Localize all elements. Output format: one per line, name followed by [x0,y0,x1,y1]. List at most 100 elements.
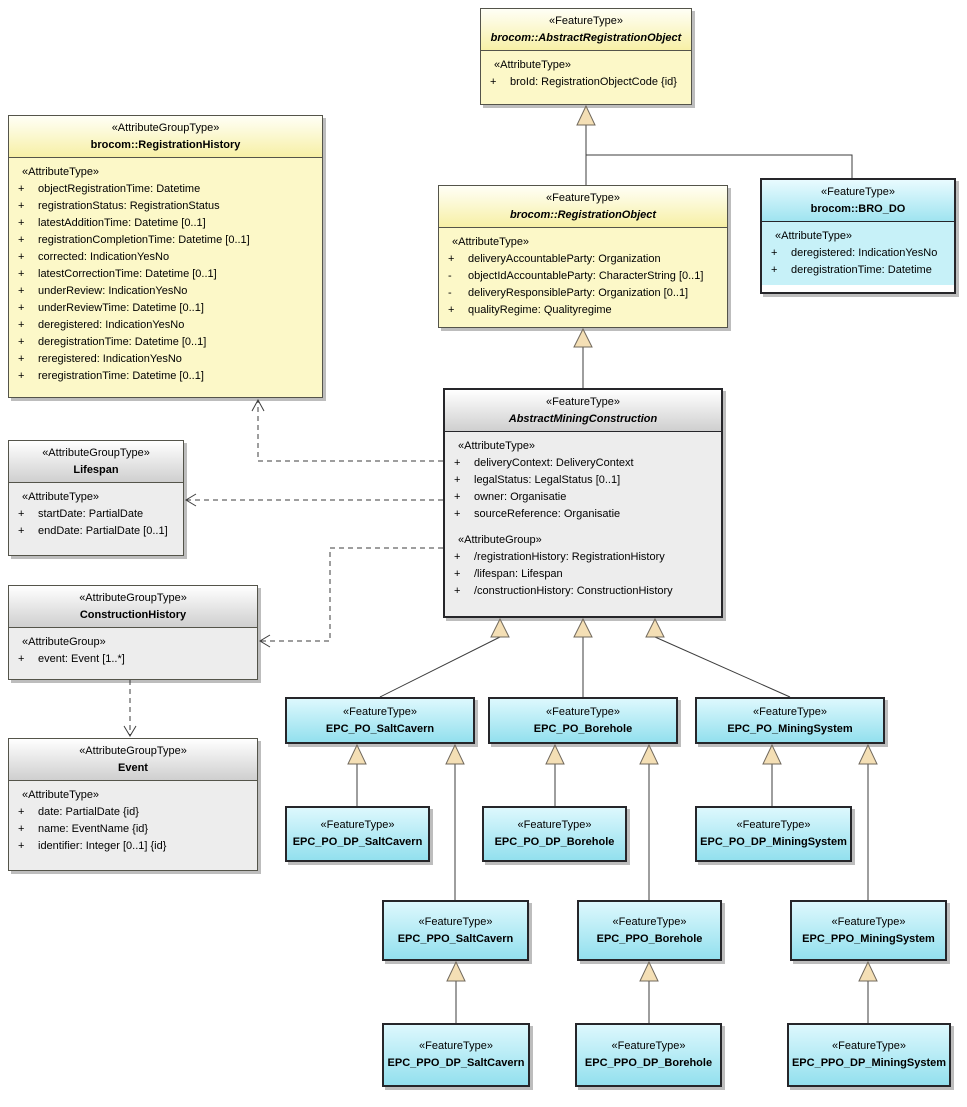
stereotype: «AttributeGroupType» [42,447,150,459]
class-epc-ppo-dp-saltcavern[interactable]: «FeatureType» EPC_PPO_DP_SaltCavern [382,1023,530,1087]
generalization-arrowhead [573,327,593,348]
attribute-row: +/registrationHistory: RegistrationHisto… [448,549,718,566]
attr-text: deregistrationTime: Datetime [0..1] [38,336,207,348]
class-epc-po-dp-saltcavern[interactable]: «FeatureType» EPC_PO_DP_SaltCavern [285,806,430,862]
section-label: «AttributeGroup» [22,636,106,648]
generalization-arrowhead [858,743,878,765]
class-epc-po-saltcavern[interactable]: «FeatureType» EPC_PO_SaltCavern [285,697,475,744]
attribute-row: +broId: RegistrationObjectCode {id} [484,74,688,91]
attribute-row: +startDate: PartialDate [12,506,180,523]
attr-text: endDate: PartialDate [0..1] [38,525,168,537]
class-name: EPC_PO_SaltCavern [325,722,435,735]
generalization-arrowhead [639,960,659,982]
class-name: EPC_PO_MiningSystem [727,722,853,735]
attr-visibility: + [454,491,461,503]
class-bro-do[interactable]: «FeatureType» brocom::BRO_DO «AttributeT… [760,178,956,294]
class-abstract-mining-construction[interactable]: «FeatureType» AbstractMiningConstruction… [443,388,723,618]
stereotype: «FeatureType» [832,1040,906,1052]
generalization-arrowhead [490,617,510,638]
attributes-compartment: «AttributeType» +date: PartialDate {id} … [9,781,257,861]
class-epc-ppo-dp-borehole[interactable]: «FeatureType» EPC_PPO_DP_Borehole [575,1023,722,1087]
generalization-arrowhead [445,743,465,765]
attribute-row: +/lifespan: Lifespan [448,566,718,583]
attribute-row: + reregistrationTime: Datetime [0..1] [12,368,319,385]
attr-text: reregistered: IndicationYesNo [38,353,182,365]
attr-text: identifier: Integer [0..1] {id} [38,840,167,852]
attr-text: corrected: IndicationYesNo [38,251,170,263]
attributes-compartment: «AttributeGroup» +event: Event [1..*] [9,628,257,674]
stereotype: «FeatureType» [821,186,895,198]
stereotype: «FeatureType» [418,915,493,928]
attribute-row: +latestCorrectionTime: Datetime [0..1] [12,266,319,283]
attr-visibility: + [771,247,778,259]
class-lifespan[interactable]: «AttributeGroupType» Lifespan «Attribute… [8,440,184,556]
section-label: «AttributeType» [22,789,100,801]
attr-text: deregistered: IndicationYesNo [38,319,185,331]
dependency-line [260,547,443,642]
class-name: EPC_PO_DP_SaltCavern [292,836,423,848]
attribute-row: +date: PartialDate {id} [12,804,254,821]
class-name: ConstructionHistory [79,609,187,621]
class-header: «AttributeGroupType» Lifespan [9,441,183,483]
class-header: «AttributeGroupType» Event [9,739,257,781]
attr-text: legalStatus: LegalStatus [0..1] [474,474,621,486]
attribute-row: + owner: Organisatie [448,489,718,506]
generalization-arrowhead [858,960,878,982]
stereotype: «FeatureType» [611,1040,686,1052]
class-epc-ppo-dp-miningsystem[interactable]: «FeatureType» EPC_PPO_DP_MiningSystem [787,1023,951,1087]
class-registration-history[interactable]: «AttributeGroupType» brocom::Registratio… [8,115,323,398]
generalization-arrowhead [446,960,466,982]
class-abstract-registration-object[interactable]: «FeatureType» brocom::AbstractRegistrati… [480,8,692,105]
attribute-row: +identifier: Integer [0..1] {id} [12,838,254,855]
attributes-compartment: «AttributeType» +startDate: PartialDate … [9,483,183,546]
class-construction-history[interactable]: «AttributeGroupType» ConstructionHistory… [8,585,258,680]
class-header: «FeatureType» AbstractMiningConstruction [445,390,721,432]
class-epc-po-miningsystem[interactable]: «FeatureType» EPC_PO_MiningSystem [695,697,885,744]
class-event[interactable]: «AttributeGroupType» Event «AttributeTyp… [8,738,258,871]
attr-text: startDate: PartialDate [38,508,144,520]
attributes-compartment: «AttributeType» +deregistered: Indicatio… [762,222,954,285]
attr-visibility: + [448,304,455,316]
class-name: EPC_PPO_DP_MiningSystem [791,1057,947,1069]
class-name: AbstractMiningConstruction [508,413,658,425]
stereotype: «FeatureType» [546,192,620,204]
attr-text: reregistrationTime: Datetime [0..1] [38,370,204,382]
attr-visibility: + [18,370,25,382]
attr-text: owner: Organisatie [474,491,567,503]
attribute-row: +registrationStatus: RegistrationStatus [12,198,319,215]
class-epc-po-dp-miningsystem[interactable]: «FeatureType» EPC_PO_DP_MiningSystem [695,806,852,862]
class-epc-po-dp-borehole[interactable]: «FeatureType» EPC_PO_DP_Borehole [482,806,627,862]
stereotype: «FeatureType» [343,705,417,718]
attr-visibility: + [18,217,25,229]
attr-visibility: + [771,264,778,276]
class-epc-ppo-saltcavern[interactable]: «FeatureType» EPC_PPO_SaltCavern [382,900,529,961]
class-header: «FeatureType» brocom::BRO_DO [762,180,954,222]
section-label: «AttributeType» [22,166,100,178]
class-header: «AttributeGroupType» ConstructionHistory [9,586,257,628]
class-epc-ppo-miningsystem[interactable]: «FeatureType» EPC_PPO_MiningSystem [790,900,947,961]
class-epc-ppo-borehole[interactable]: «FeatureType» EPC_PPO_Borehole [577,900,722,961]
attr-visibility: + [18,251,25,263]
attributes-compartment: «AttributeType» +objectRegistrationTime:… [9,158,322,391]
generalization-arrowhead [573,617,593,638]
class-name: EPC_PPO_MiningSystem [802,932,935,945]
attr-text: registrationStatus: RegistrationStatus [38,200,220,212]
class-name: Lifespan [73,464,119,476]
class-registration-object[interactable]: «FeatureType» brocom::RegistrationObject… [438,185,728,328]
attr-text: qualityRegime: Qualityregime [468,304,612,316]
attribute-row: + reregistered: IndicationYesNo [12,351,319,368]
class-name: Event [118,762,148,774]
class-header: «FeatureType» brocom::RegistrationObject [439,186,727,228]
attr-visibility: + [18,319,25,331]
attr-text: deliveryContext: DeliveryContext [474,457,634,469]
attr-visibility: + [18,268,25,280]
attr-visibility: + [18,336,25,348]
class-epc-po-borehole[interactable]: «FeatureType» EPC_PO_Borehole [488,697,678,744]
stereotype: «FeatureType» [753,705,827,718]
attr-visibility: + [454,474,461,486]
attribute-row: + deregistrationTime: Datetime [0..1] [12,334,319,351]
attr-visibility: + [18,353,25,365]
attr-visibility: + [18,234,25,246]
attr-text: sourceReference: Organisatie [474,508,621,520]
stereotype: «AttributeGroupType» [79,592,187,604]
